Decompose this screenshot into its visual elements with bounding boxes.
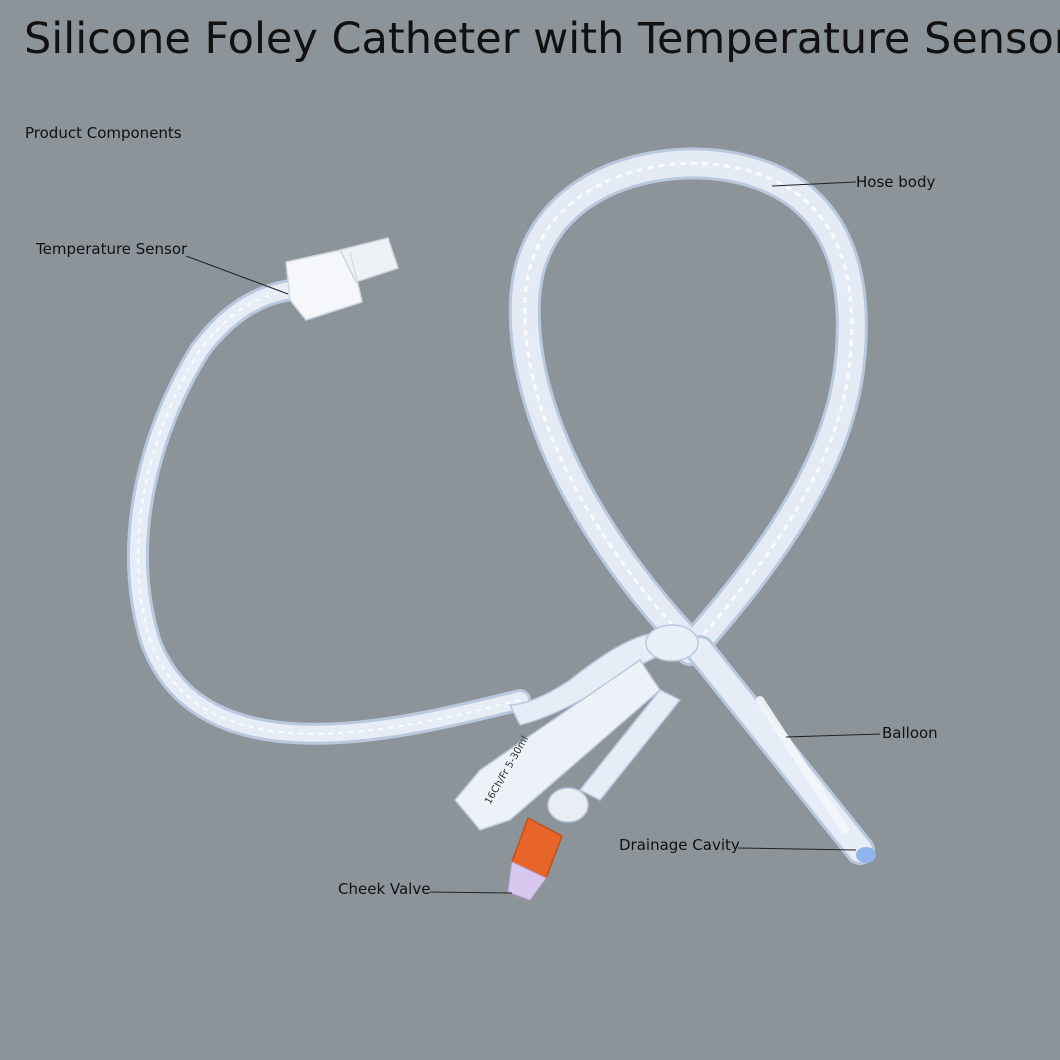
leader-lines bbox=[185, 181, 881, 894]
label-temperature-sensor: Temperature Sensor bbox=[36, 240, 188, 258]
hose-body bbox=[508, 147, 868, 666]
catheter-tip bbox=[856, 847, 876, 863]
label-check-valve: Cheek Valve bbox=[338, 880, 431, 898]
label-drainage-cavity: Drainage Cavity bbox=[619, 836, 740, 854]
label-hose-body: Hose body bbox=[856, 173, 936, 191]
leader-check-valve bbox=[429, 891, 513, 894]
temperature-sensor-connector bbox=[285, 237, 399, 321]
page-subtitle: Product Components bbox=[25, 124, 182, 142]
leader-hose-body bbox=[771, 181, 857, 187]
y-junction: 16Ch/Fr 5-30ml bbox=[454, 624, 699, 831]
page-title: Silicone Foley Catheter with Temperature… bbox=[24, 14, 1060, 64]
leader-drainage-cavity bbox=[737, 847, 857, 851]
check-valve bbox=[507, 787, 589, 901]
label-balloon: Balloon bbox=[882, 724, 938, 742]
sensor-tube bbox=[127, 279, 531, 745]
leader-temperature-sensor bbox=[185, 255, 289, 295]
balloon-tail bbox=[685, 635, 875, 865]
leader-balloon bbox=[785, 733, 881, 738]
